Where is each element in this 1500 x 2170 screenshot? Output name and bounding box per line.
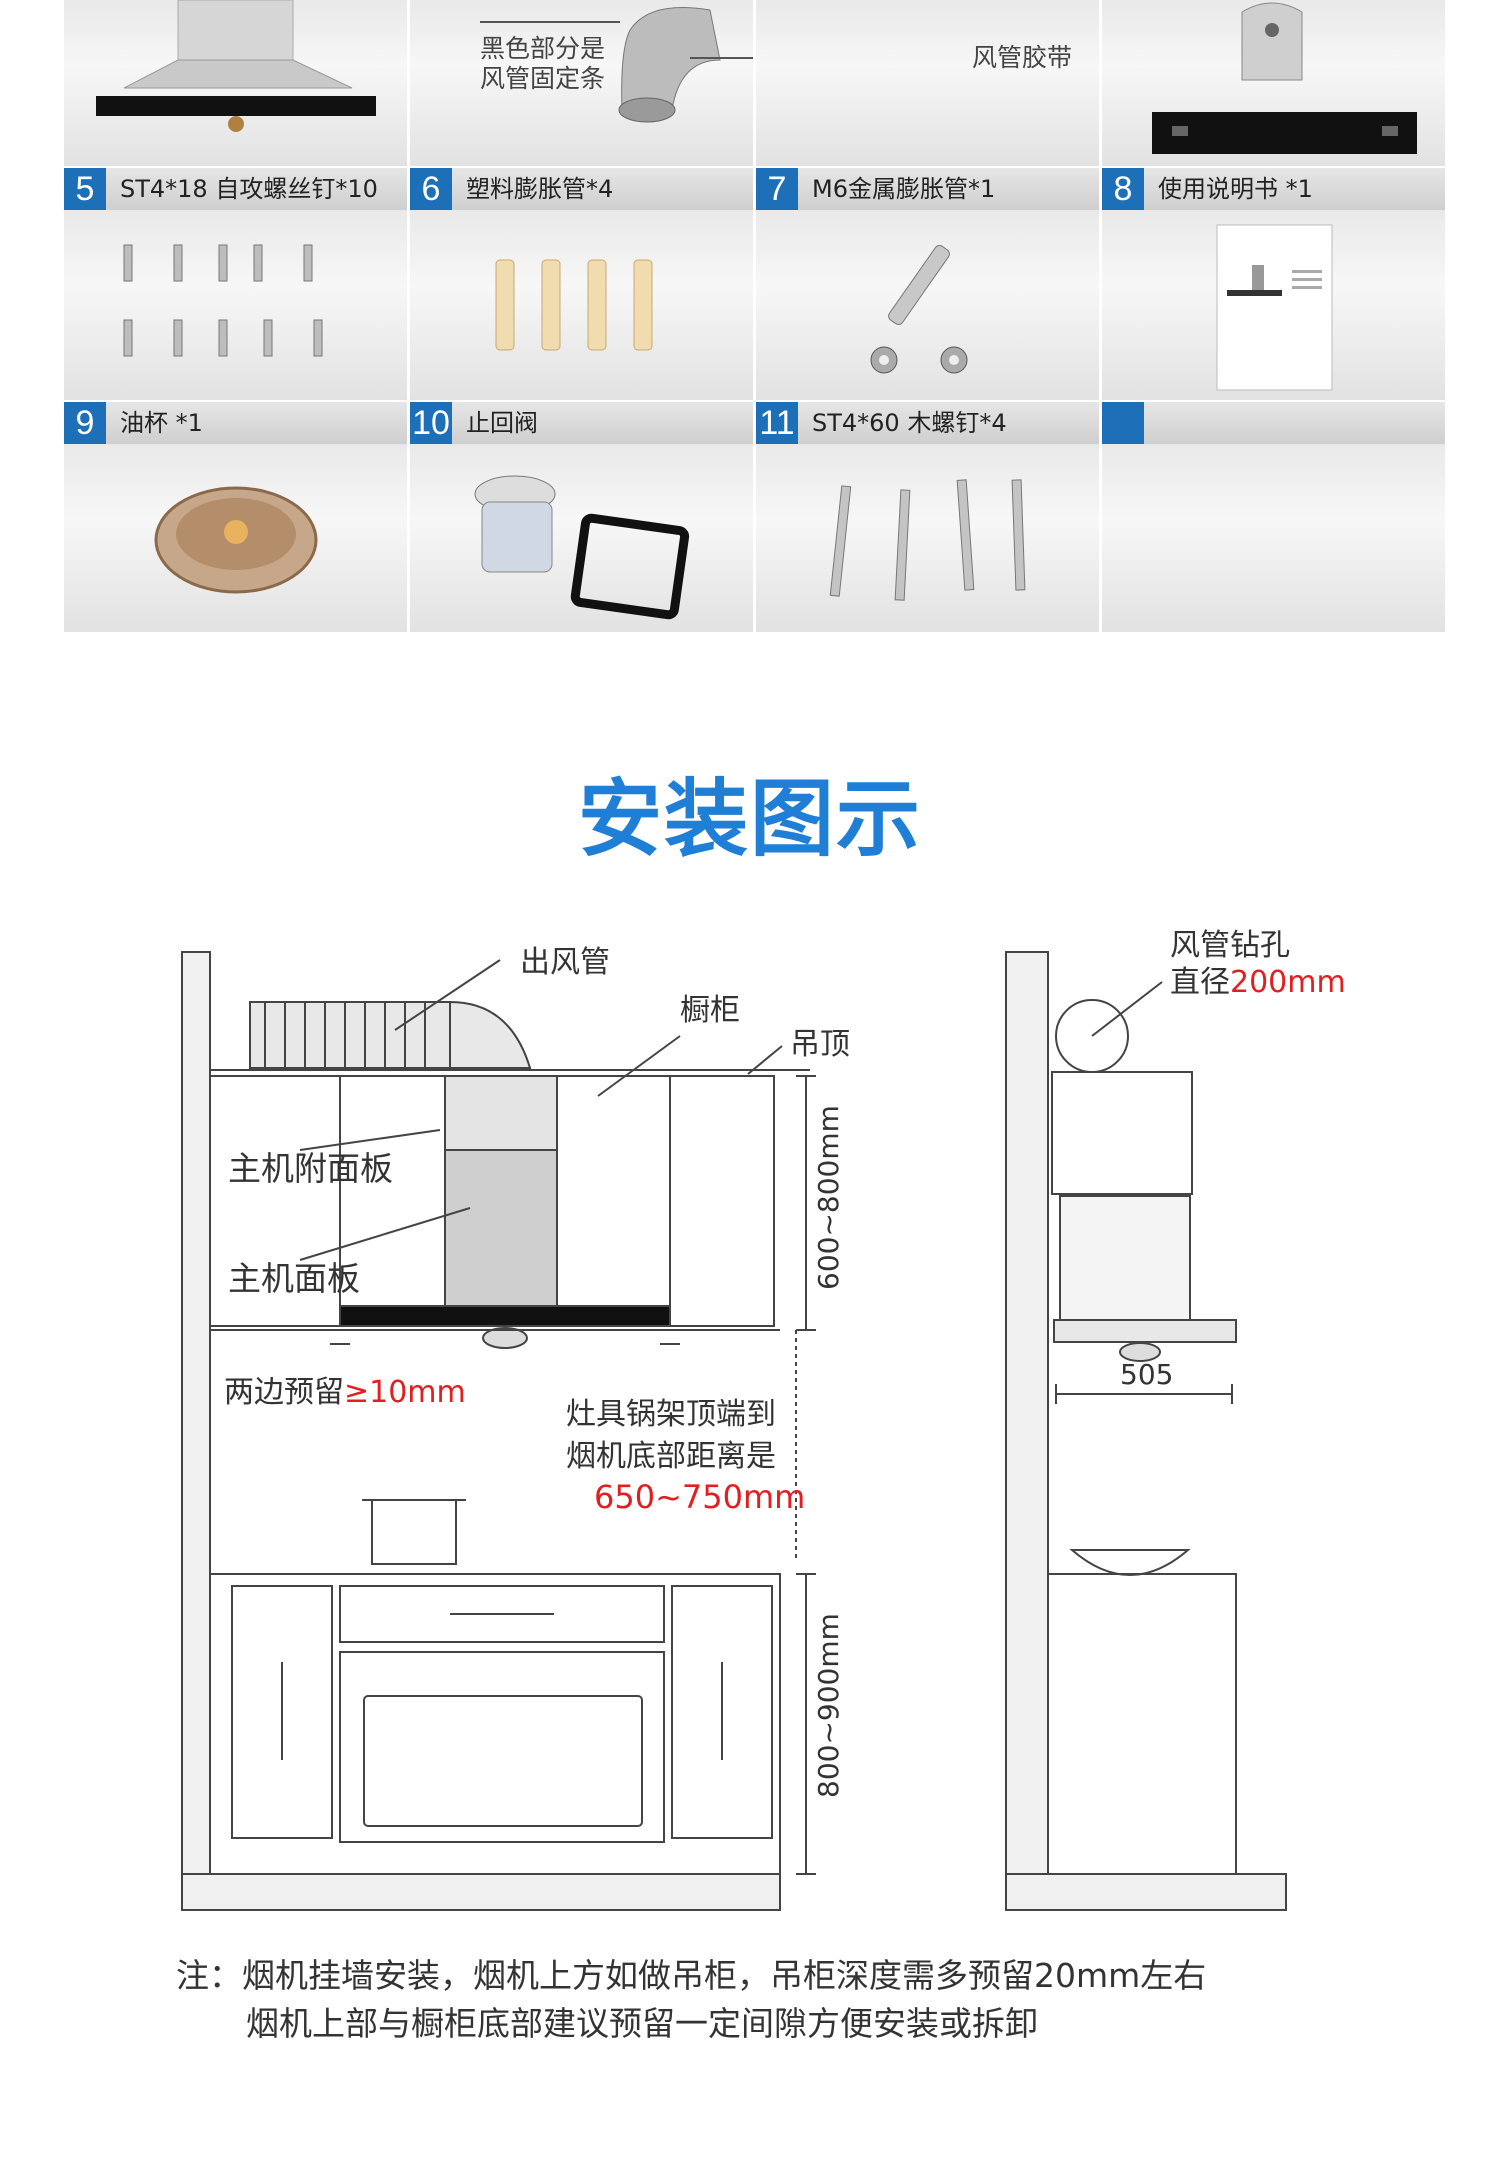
label-outlet-duct: 出风管 — [520, 945, 610, 980]
wood-screws-icon — [829, 479, 1026, 601]
label-ceiling: 吊顶 — [790, 1027, 850, 1062]
part-cell-10 — [410, 444, 753, 632]
metal-anchor-icon — [870, 245, 968, 374]
side-gap-value: ≥10mm — [344, 1375, 466, 1410]
callout-black-strip-line1: 黑色部分是 — [480, 34, 606, 63]
part-cell-duct-tape: 风管胶带 — [756, 0, 1099, 166]
callout-duct-tape: 风管胶带 — [972, 43, 1073, 72]
part-header-6: 6 塑料膨胀管*4 — [410, 168, 753, 210]
base-cabinet — [209, 1573, 781, 1875]
note-line2: 烟机上部与橱柜底部建议预留一定间隙方便安装或拆卸 — [246, 2004, 1038, 2043]
label-aux-panel: 主机附面板 — [228, 1149, 393, 1188]
part-label-8: 使用说明书 *1 — [1158, 175, 1313, 203]
part-cell-range-hood — [64, 0, 407, 166]
side-floor — [1005, 1873, 1287, 1911]
front-wall — [181, 951, 211, 1875]
manual-icon — [1216, 224, 1333, 391]
range-hood-icon — [96, 0, 376, 132]
part-label-6: 塑料膨胀管*4 — [466, 175, 614, 203]
part-cell-7 — [756, 210, 1099, 400]
part-header-7: 7 M6金属膨胀管*1 — [756, 168, 1099, 210]
parts-grid: 黑色部分是 风管固定条 风管胶带 5 ST4*18 自攻螺丝钉*10 6 塑料膨… — [64, 0, 1445, 632]
part-header-5: 5 ST4*18 自攻螺丝钉*10 — [64, 168, 407, 210]
hole-value: 200mm — [1230, 965, 1346, 1000]
part-label-7: M6金属膨胀管*1 — [812, 175, 996, 203]
side-wok — [1069, 1549, 1191, 1576]
part-cell-6 — [410, 210, 753, 400]
part-number-11: 11 — [756, 402, 798, 444]
label-distance-line1: 灶具锅架顶端到 — [566, 1397, 776, 1432]
installation-note: 注：烟机挂墙安装，烟机上方如做吊柜，吊柜深度需多预留20mm左右 烟机上部与橱柜… — [176, 1952, 1206, 2048]
part-number-10: 10 — [410, 402, 452, 444]
part-label-10: 止回阀 — [466, 409, 538, 437]
note-line1: 注：烟机挂墙安装，烟机上方如做吊柜，吊柜深度需多预留20mm左右 — [176, 1956, 1207, 1995]
part-number-empty — [1102, 402, 1144, 444]
screws-icon — [123, 244, 323, 357]
upper-cabinet-right — [669, 1075, 775, 1327]
callout-black-strip: 黑色部分是 风管固定条 — [480, 34, 605, 94]
part-number-5: 5 — [64, 168, 106, 210]
label-distance-line2: 烟机底部距离是 — [566, 1439, 776, 1474]
hood-panel — [339, 1305, 671, 1327]
side-hood-chimney — [1059, 1195, 1191, 1327]
side-wall — [1005, 951, 1049, 1875]
mounting-bracket-icon — [1152, 2, 1417, 154]
section-title: 安装图示 — [577, 770, 922, 868]
part-cell-empty — [1102, 444, 1445, 632]
part-cell-5 — [64, 210, 407, 400]
label-hole-line2: 直径200mm — [1170, 965, 1346, 1000]
label-dim-upper: 600~800mm — [812, 1105, 845, 1290]
side-base-cabinet — [1047, 1573, 1237, 1875]
side-hood-panel — [1053, 1319, 1237, 1343]
label-distance-value: 650~750mm — [594, 1478, 805, 1516]
front-floor — [181, 1873, 781, 1911]
side-upper-cabinet — [1051, 1071, 1193, 1195]
part-cell-bracket — [1102, 0, 1445, 166]
label-side-gap: 两边预留≥10mm — [224, 1375, 466, 1410]
part-cell-11 — [756, 444, 1099, 632]
part-cell-8 — [1102, 210, 1445, 400]
part-header-empty — [1102, 402, 1445, 444]
outlet-duct-drawing — [249, 1000, 532, 1069]
label-hole-line1: 风管钻孔 — [1170, 928, 1290, 963]
upper-cabinet-left — [209, 1075, 341, 1327]
label-main-panel: 主机面板 — [228, 1259, 360, 1298]
side-gap-prefix: 两边预留 — [224, 1375, 344, 1410]
part-number-8: 8 — [1102, 168, 1144, 210]
part-header-10: 10 止回阀 — [410, 402, 753, 444]
label-dim-lower: 800~900mm — [812, 1613, 845, 1798]
part-number-9: 9 — [64, 402, 106, 444]
hole-prefix: 直径 — [1170, 965, 1230, 1000]
part-header-8: 8 使用说明书 *1 — [1102, 168, 1445, 210]
part-number-7: 7 — [756, 168, 798, 210]
part-header-9: 9 油杯 *1 — [64, 402, 407, 444]
part-cell-9 — [64, 444, 407, 632]
wall-anchors-icon — [495, 259, 653, 351]
callout-black-strip-line2: 风管固定条 — [480, 64, 606, 93]
label-depth: 505 — [1120, 1358, 1173, 1391]
part-number-6: 6 — [410, 168, 452, 210]
part-label-11: ST4*60 木螺钉*4 — [812, 409, 1007, 437]
part-header-11: 11 ST4*60 木螺钉*4 — [756, 402, 1099, 444]
cooking-pot — [371, 1499, 457, 1565]
check-valve-icon — [474, 475, 690, 620]
part-cell-duct: 黑色部分是 风管固定条 — [410, 0, 753, 166]
flex-duct-icon — [480, 7, 753, 123]
label-cabinet: 橱柜 — [680, 993, 740, 1028]
oil-cup-icon — [154, 486, 318, 594]
part-label-5: ST4*18 自攻螺丝钉*10 — [120, 175, 378, 203]
part-label-9: 油杯 *1 — [120, 409, 203, 437]
